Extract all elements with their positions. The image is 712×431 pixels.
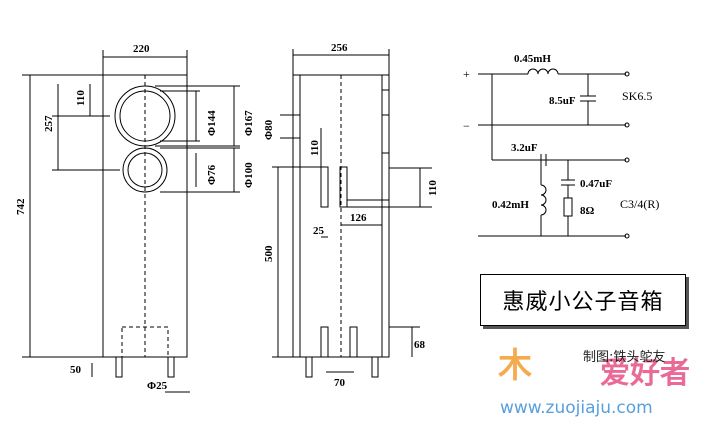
port-slot-right [349,326,358,358]
inductor-l2 [540,184,547,216]
terminal-node [624,122,630,128]
watermark-logo-b: 爱好者 [600,356,690,391]
credit-text: 制图:铁头鸵友 [583,350,666,365]
terminal-node [624,157,630,163]
front-foot-right [167,356,175,378]
woofer-outer-circle [114,85,176,147]
port-slot-left [320,326,329,358]
side-view: 256 Φ80 110 110 25 126 500 68 70 [263,42,439,389]
label-phi144: Φ144 [206,110,218,136]
label-500: 500 [263,245,275,262]
side-foot-left [305,356,313,378]
label-257: 257 [43,115,55,132]
label-c3: 0.47uF [580,178,612,190]
label-742: 742 [15,198,27,215]
label-c2: 3.2uF [511,142,538,154]
terminal-node [624,71,630,77]
front-port-dashed [121,326,169,358]
label-126: 126 [350,212,367,224]
woofer-inner-circle [119,90,171,142]
terminal-plus-label: + [463,67,470,81]
inductor-l1 [527,68,559,75]
resistor-r1 [563,197,573,217]
watermark-logo-a: 木 [498,346,532,386]
label-r1: 8Ω [580,205,595,217]
label-phi100: Φ100 [243,162,255,188]
label-phi167: Φ167 [243,110,255,136]
tweeter-inner-circle [127,152,163,188]
label-phi25: Φ25 [147,380,168,392]
watermark-url: www.zuojiaju.com [500,398,653,418]
label-phi80: Φ80 [263,119,275,140]
terminal-minus-label: − [463,119,470,133]
label-50: 50 [70,364,82,376]
label-l1: 0.45mH [514,53,551,65]
label-70: 70 [334,377,346,389]
label-110-front: 110 [75,90,87,106]
label-sk: SK6.5 [622,89,652,103]
title-box: 惠威小公子音箱 [480,274,686,326]
label-68: 68 [414,339,426,351]
tweeter-outer-circle [122,147,168,193]
label-256: 256 [331,42,348,54]
label-phi76: Φ76 [206,164,218,185]
side-foot-right [371,356,379,378]
diagram-title: 惠威小公子音箱 [502,290,664,315]
front-foot-left [115,356,123,378]
brace-mid [339,166,348,208]
crossover-circuit: + − 0.45mH 8.5uF SK6.5 3.2uF 0.42mH [463,53,659,239]
label-c1: 8.5uF [549,95,576,107]
label-220: 220 [133,43,150,55]
label-l2: 0.42mH [492,199,529,211]
label-side-110-right: 110 [427,180,439,196]
label-side-110: 110 [309,140,321,156]
label-25: 25 [313,225,325,237]
label-c34: C3/4(R) [620,197,659,211]
brace-left [320,166,329,208]
front-view: 220 742 110 257 Φ144 Φ167 Φ76 Φ100 50 [15,43,255,393]
terminal-node [624,233,630,239]
